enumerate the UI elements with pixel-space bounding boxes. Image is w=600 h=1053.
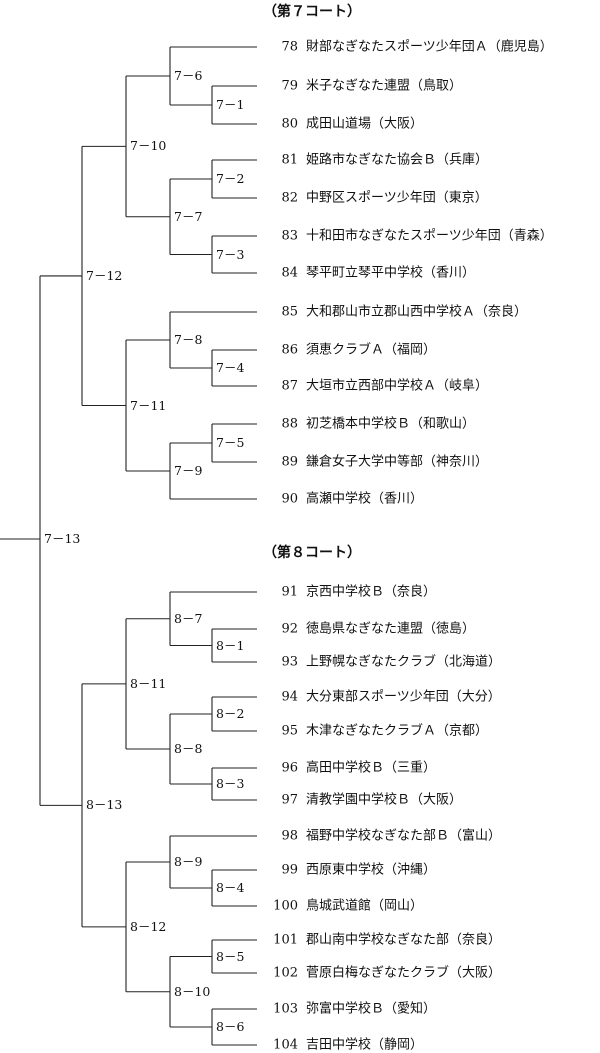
team-name: 弥富中学校Ｂ（愛知）: [306, 1001, 437, 1017]
match-label: 7－9: [173, 462, 204, 478]
team-number: 84: [281, 265, 298, 281]
team-name: 高瀬中学校（香川）: [306, 491, 424, 507]
team-number: 81: [281, 152, 298, 168]
team-number: 103: [273, 1001, 298, 1017]
team-number: 83: [281, 228, 298, 244]
match-label: 7－6: [173, 67, 204, 83]
team-number: 79: [281, 78, 298, 94]
team-name: 徳島県なぎなた連盟（徳島）: [306, 621, 476, 637]
team-name: 清教学園中学校Ｂ（大阪）: [306, 792, 463, 808]
team-number: 80: [281, 116, 298, 132]
team-number: 85: [281, 304, 298, 320]
team-number: 92: [281, 621, 298, 637]
court-title: （第８コート）: [263, 545, 361, 561]
team-number: 89: [281, 454, 298, 470]
match-label: 7－5: [215, 434, 246, 450]
team-name: 姫路市なぎなた協会Ｂ（兵庫）: [306, 152, 489, 168]
team-number: 102: [273, 965, 298, 981]
match-label: 8－9: [173, 853, 204, 869]
team-number: 86: [281, 342, 298, 358]
team-number: 94: [281, 689, 298, 705]
team-name: 西原東中学校（沖縄）: [306, 862, 437, 878]
team-name: 米子なぎなた連盟（鳥取）: [306, 78, 463, 94]
team-name: 十和田市なぎなたスポーツ少年団（青森）: [306, 228, 553, 244]
team-name: 高田中学校Ｂ（三重）: [306, 760, 437, 776]
match-label: 8－11: [129, 675, 168, 691]
team-number: 78: [281, 39, 298, 55]
match-label: 8－6: [215, 1018, 246, 1034]
team-number: 87: [281, 378, 298, 394]
team-name: 福野中学校なぎなた部Ｂ（富山）: [306, 828, 502, 844]
team-number: 96: [281, 760, 298, 776]
match-label: 8－3: [215, 775, 246, 791]
team-number: 90: [281, 491, 298, 507]
match-label: 7－12: [85, 267, 124, 283]
match-label: 8－10: [173, 983, 212, 999]
team-name: 財部なぎなたスポーツ少年団Ａ（鹿児島）: [306, 39, 553, 55]
match-label: 8－2: [215, 705, 246, 721]
team-number: 88: [281, 416, 298, 432]
team-number: 99: [281, 862, 298, 878]
match-label: 8－12: [129, 918, 168, 934]
team-name: 鳥城武道館（岡山）: [306, 898, 424, 914]
match-label: 8－1: [215, 637, 246, 653]
team-number: 82: [281, 190, 298, 206]
team-number: 104: [273, 1037, 298, 1053]
team-number: 98: [281, 828, 298, 844]
team-name: 大和郡山市立郡山西中学校Ａ（奈良）: [306, 304, 528, 320]
final-match-label: 7－13: [43, 530, 82, 546]
team-name: 郡山南中学校なぎなた部（奈良）: [306, 932, 502, 948]
team-number: 93: [281, 654, 298, 670]
match-label: 7－2: [215, 170, 246, 186]
team-number: 95: [281, 723, 298, 739]
team-name: 初芝橋本中学校Ｂ（和歌山）: [306, 416, 476, 432]
team-number: 100: [273, 898, 298, 914]
team-name: 大分東部スポーツ少年団（大分）: [306, 689, 501, 705]
team-name: 吉田中学校（静岡）: [306, 1037, 424, 1053]
match-label: 7－3: [215, 246, 246, 262]
match-label: 7－4: [215, 359, 246, 375]
team-name: 大垣市立西部中学校Ａ（岐阜）: [306, 378, 489, 394]
match-label: 8－8: [173, 740, 204, 756]
team-name: 木津なぎなたクラブＡ（京都）: [306, 723, 489, 739]
match-label: 8－4: [215, 879, 246, 895]
match-label: 7－1: [215, 96, 246, 112]
team-number: 97: [281, 792, 298, 808]
team-name: 上野幌なぎなたクラブ（北海道）: [306, 654, 502, 670]
team-name: 須恵クラブＡ（福岡）: [306, 342, 437, 358]
team-name: 琴平町立琴平中学校（香川）: [306, 265, 476, 281]
match-label: 7－10: [129, 138, 168, 154]
team-number: 91: [281, 584, 298, 600]
match-label: 8－13: [85, 797, 124, 813]
court-title: （第７コート）: [263, 4, 361, 20]
team-name: 菅原白梅なぎなたクラブ（大阪）: [306, 965, 502, 981]
team-number: 101: [273, 932, 298, 948]
team-name: 鎌倉女子大学中等部（神奈川）: [306, 454, 489, 470]
match-label: 8－5: [215, 948, 246, 964]
match-label: 7－7: [173, 208, 204, 224]
match-label: 7－11: [129, 397, 168, 413]
match-label: 7－8: [173, 331, 204, 347]
team-name: 京西中学校Ｂ（奈良）: [306, 584, 437, 600]
team-name: 中野区スポーツ少年団（東京）: [306, 190, 488, 206]
team-name: 成田山道場（大阪）: [306, 116, 424, 132]
match-label: 8－7: [173, 610, 204, 626]
